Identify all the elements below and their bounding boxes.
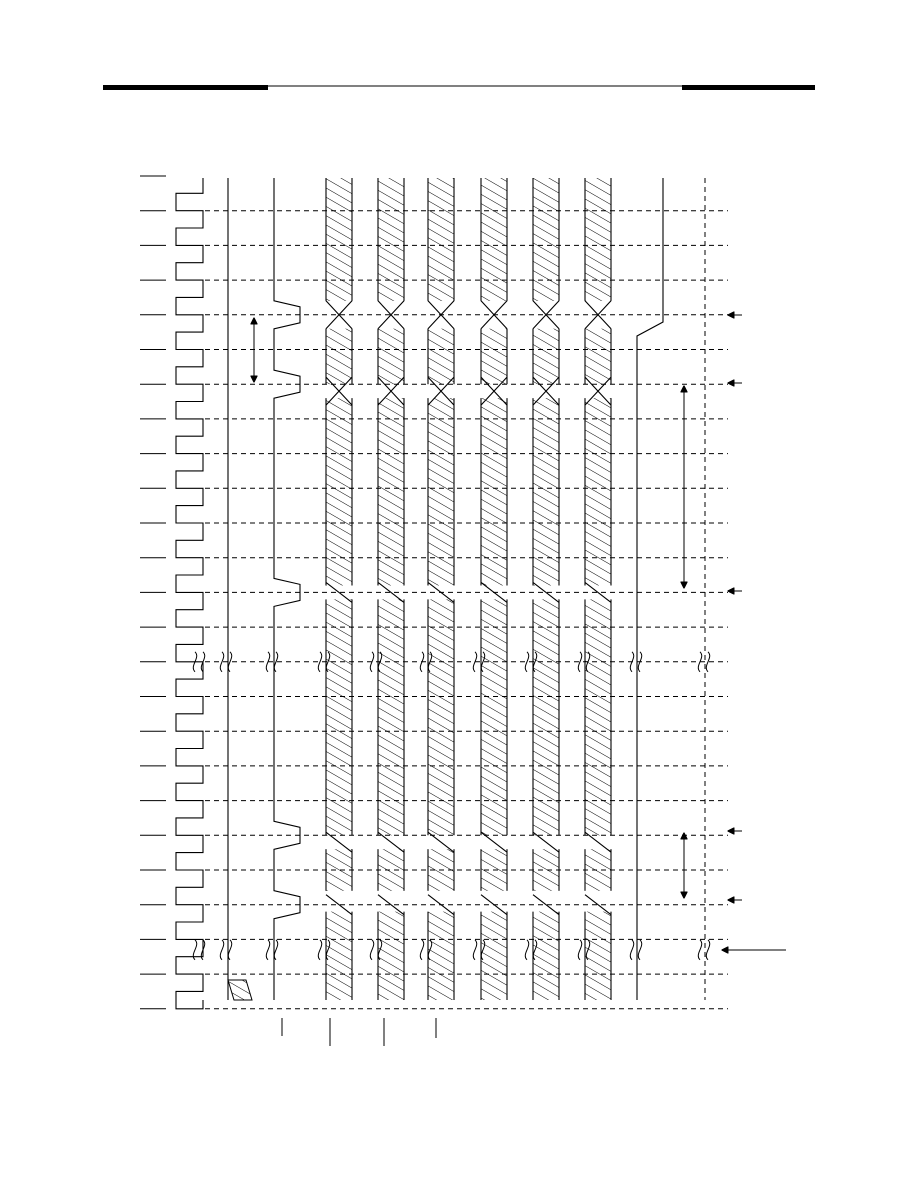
time-break xyxy=(192,939,198,961)
time-break xyxy=(480,939,486,961)
time-break xyxy=(532,939,538,961)
time-break xyxy=(265,939,271,961)
signal-s2-waveform xyxy=(273,178,301,1000)
time-break xyxy=(697,651,703,673)
bottom-leaders xyxy=(281,1018,437,1046)
time-break xyxy=(317,651,323,673)
time-break xyxy=(192,651,198,673)
time-break xyxy=(472,939,478,961)
time-break xyxy=(705,939,711,961)
time-break xyxy=(480,651,486,673)
time-break xyxy=(377,651,383,673)
bus-lanes xyxy=(325,178,612,1000)
time-break xyxy=(629,651,635,673)
time-break xyxy=(377,939,383,961)
time-break xyxy=(219,651,225,673)
time-break xyxy=(427,651,433,673)
bus-lane-4 xyxy=(480,178,508,1000)
time-break xyxy=(265,651,271,673)
time-break xyxy=(325,939,331,961)
time-break xyxy=(705,651,711,673)
time-break xyxy=(697,939,703,961)
bus-lane-5 xyxy=(532,178,560,1000)
bus-lane-1 xyxy=(325,178,353,1000)
time-break xyxy=(524,651,530,673)
time-break xyxy=(427,939,433,961)
signal-s3-waveform xyxy=(636,178,664,1000)
time-break xyxy=(532,651,538,673)
time-break xyxy=(629,939,635,961)
header-rule xyxy=(103,85,815,90)
time-break xyxy=(200,939,206,961)
interval-markers xyxy=(254,318,684,898)
time-break xyxy=(419,651,425,673)
row-ticks xyxy=(140,175,166,1010)
clock-waveform xyxy=(175,178,204,1010)
bus-lane-2 xyxy=(377,178,405,1000)
time-break xyxy=(585,939,591,961)
time-break xyxy=(369,939,375,961)
time-break xyxy=(369,651,375,673)
time-break xyxy=(227,939,233,961)
bus-lane-6 xyxy=(584,178,612,1000)
event-pointers xyxy=(722,315,786,950)
time-break xyxy=(273,939,279,961)
time-break xyxy=(325,651,331,673)
time-break xyxy=(577,939,583,961)
signal-s1-waveform xyxy=(227,178,253,1001)
time-break xyxy=(219,939,225,961)
time-break xyxy=(419,939,425,961)
time-break xyxy=(472,651,478,673)
time-break xyxy=(637,651,643,673)
time-break xyxy=(524,939,530,961)
time-break xyxy=(637,939,643,961)
bus-lane-3 xyxy=(427,178,455,1000)
time-breaks xyxy=(192,651,711,961)
time-break xyxy=(200,651,206,673)
time-break xyxy=(585,651,591,673)
cycle-guides xyxy=(205,210,728,1010)
time-break xyxy=(227,651,233,673)
time-break xyxy=(317,939,323,961)
time-break xyxy=(273,651,279,673)
time-break xyxy=(577,651,583,673)
